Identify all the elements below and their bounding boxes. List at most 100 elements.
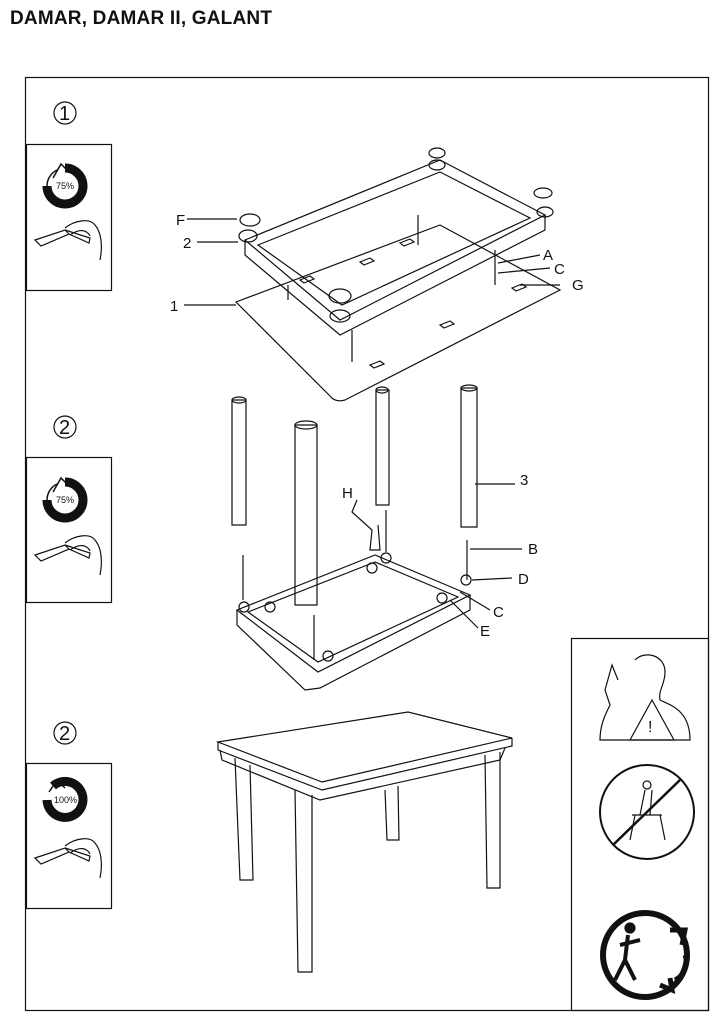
line-art bbox=[69, 545, 91, 552]
line-art bbox=[613, 934, 641, 981]
tabletop bbox=[215, 711, 513, 783]
line-art bbox=[42, 776, 88, 822]
part-label: G bbox=[572, 277, 584, 294]
part-label: D bbox=[518, 571, 529, 588]
line-art bbox=[25, 762, 113, 910]
step-number-3: 2 bbox=[53, 721, 77, 745]
part-label: 2 bbox=[59, 723, 70, 745]
line-art bbox=[64, 535, 102, 576]
step-number-2: 2 bbox=[53, 415, 77, 439]
line-art bbox=[236, 595, 471, 691]
warning-box: ! bbox=[570, 637, 710, 1012]
foot-pad-F bbox=[239, 213, 261, 227]
part-label: E bbox=[480, 623, 490, 640]
line-art bbox=[64, 220, 102, 261]
line-art bbox=[328, 288, 352, 304]
step1-tabletop-and-frame: F 2 1 A C G bbox=[170, 147, 584, 402]
line-art bbox=[460, 574, 472, 586]
line-art bbox=[570, 637, 710, 1012]
frame bbox=[235, 554, 472, 673]
allen-key-icon bbox=[33, 535, 102, 576]
line-art bbox=[428, 159, 446, 171]
line-art bbox=[428, 147, 446, 159]
line-art bbox=[242, 510, 468, 660]
allen-key-icon bbox=[33, 220, 102, 261]
line-art bbox=[659, 927, 689, 995]
line-art bbox=[46, 483, 58, 501]
line-art bbox=[322, 650, 334, 662]
line-art bbox=[52, 476, 70, 493]
line-art bbox=[53, 415, 77, 439]
leg bbox=[231, 399, 247, 526]
part-label: C bbox=[554, 261, 565, 278]
tool-box-1: 75% bbox=[25, 143, 113, 292]
line-art: 100% bbox=[42, 776, 88, 822]
line-art bbox=[25, 456, 113, 604]
leg bbox=[375, 389, 390, 506]
line-art bbox=[264, 601, 276, 613]
tightening-icon-75: 75% bbox=[42, 162, 88, 209]
part-label: 1 bbox=[170, 298, 178, 315]
line-art bbox=[52, 162, 70, 179]
line-art bbox=[460, 384, 478, 392]
line-art bbox=[599, 654, 691, 741]
line-art bbox=[231, 396, 247, 404]
line-art bbox=[628, 698, 676, 741]
line-art bbox=[612, 778, 682, 846]
part-label: 75% bbox=[56, 181, 74, 191]
leg bbox=[460, 387, 478, 528]
document-title: DAMAR, DAMAR II, GALANT bbox=[10, 8, 273, 29]
leg bbox=[294, 424, 318, 606]
part-label: H bbox=[342, 485, 353, 502]
line-art bbox=[238, 601, 250, 613]
line-art bbox=[42, 163, 88, 209]
line-art bbox=[184, 218, 560, 306]
step-number-1: 1 bbox=[53, 101, 77, 125]
line-art bbox=[624, 922, 636, 934]
line-art bbox=[46, 169, 58, 187]
line-art bbox=[629, 789, 666, 841]
line-art bbox=[48, 778, 66, 793]
line-art bbox=[69, 848, 91, 855]
line-art bbox=[53, 101, 77, 125]
line-art bbox=[329, 309, 351, 323]
part-label: B bbox=[528, 541, 538, 558]
line-art bbox=[536, 206, 554, 218]
step2-legs-and-frame: H 3 B D C E bbox=[231, 384, 538, 691]
line-art bbox=[599, 764, 695, 860]
line-art bbox=[219, 747, 506, 801]
part-label: F bbox=[176, 212, 185, 229]
line-art bbox=[33, 544, 91, 562]
tool-box-3: 100% bbox=[25, 762, 113, 910]
line-art bbox=[375, 386, 389, 394]
leg bbox=[294, 789, 313, 973]
line-art bbox=[533, 187, 553, 199]
part-label: C bbox=[493, 604, 504, 621]
part-label: 3 bbox=[520, 472, 528, 489]
part-label: 2 bbox=[183, 235, 191, 252]
ask-for-help-warning-icon: ! bbox=[599, 654, 691, 741]
line-art bbox=[600, 910, 690, 1000]
do-not-stand-icon bbox=[599, 764, 695, 860]
line-art bbox=[53, 721, 77, 745]
line-art bbox=[294, 420, 318, 430]
part-label: 100% bbox=[54, 795, 77, 805]
line-art bbox=[42, 477, 88, 523]
line-art bbox=[33, 847, 91, 865]
leg bbox=[234, 757, 254, 881]
line-art bbox=[244, 215, 546, 336]
line-art bbox=[64, 838, 102, 879]
step3-assembled-table bbox=[215, 711, 513, 973]
part-label: 1 bbox=[59, 103, 70, 125]
frame bbox=[243, 159, 547, 321]
outer-frame bbox=[24, 76, 710, 1012]
line-art bbox=[366, 562, 378, 574]
line-art bbox=[351, 499, 381, 551]
line-art bbox=[238, 229, 258, 243]
part-label: ! bbox=[648, 719, 652, 736]
line-art bbox=[33, 229, 91, 247]
line-art bbox=[449, 483, 522, 629]
line-art bbox=[380, 552, 392, 564]
tool-box-2: 75% bbox=[25, 456, 113, 604]
